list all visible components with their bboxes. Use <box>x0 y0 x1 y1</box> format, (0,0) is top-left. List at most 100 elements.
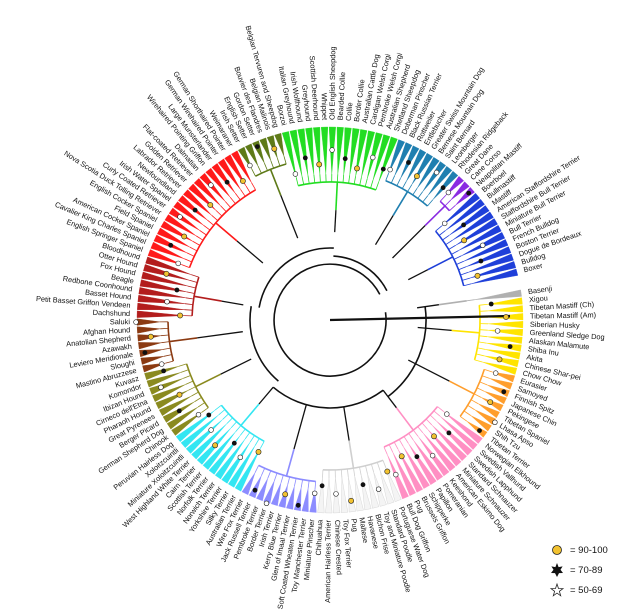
backbone-branch <box>408 269 429 281</box>
terminal-wedge <box>224 154 247 187</box>
terminal-wedge <box>241 472 256 495</box>
terminal-wedge <box>467 253 514 273</box>
terminal-wedge <box>245 143 259 167</box>
tip-branch <box>185 297 194 300</box>
support-star5-marker <box>329 147 335 153</box>
clade-stem <box>451 329 480 334</box>
support-circle-marker <box>316 161 323 168</box>
legend-item-50-69: = 50-69 <box>549 582 603 597</box>
terminal-wedge <box>336 126 344 175</box>
tip-branch <box>229 197 236 204</box>
support-star8-marker <box>255 144 260 150</box>
tip-branch <box>203 224 211 231</box>
support-circle-marker <box>207 202 214 208</box>
support-star8-marker <box>168 242 174 248</box>
terminal-wedge <box>471 268 519 284</box>
support-circle-marker <box>487 399 494 405</box>
breed-label: Bearded Collie <box>336 72 348 121</box>
clade-arc <box>434 230 465 286</box>
clade-arc <box>298 181 377 191</box>
tip-branch <box>185 380 194 385</box>
terminal-wedge <box>183 189 212 216</box>
support-star5-marker <box>208 182 214 188</box>
tip-branch <box>251 168 256 177</box>
support-star5-marker <box>159 361 165 367</box>
terminal-wedge <box>145 256 192 275</box>
support-star5-marker <box>444 411 450 417</box>
breed-label: Siberian Husky <box>530 320 580 330</box>
backbone-branch <box>220 358 252 375</box>
support-markers <box>133 144 513 508</box>
tip-branch <box>467 405 475 410</box>
tip-branch <box>435 225 442 232</box>
support-star8-marker <box>478 258 484 264</box>
support-circle-marker <box>413 173 420 180</box>
breed-label: Dachshund <box>93 308 131 318</box>
tip-branch <box>340 469 343 478</box>
terminal-wedge <box>422 161 446 193</box>
tip-branch <box>433 410 441 417</box>
terminal-wedge <box>185 419 224 454</box>
support-circle-marker <box>354 165 360 172</box>
tip-branch <box>207 219 214 226</box>
terminal-wedge <box>445 198 485 231</box>
tip-branch <box>429 414 437 421</box>
terminal-wedge <box>270 482 282 506</box>
support-circle-marker <box>163 270 170 277</box>
support-star5-marker <box>247 162 253 169</box>
clade-stem <box>438 300 467 306</box>
tip-branch <box>474 359 483 363</box>
terminal-wedge <box>379 469 395 505</box>
support-star5-marker <box>442 220 448 227</box>
terminal-wedge <box>343 127 352 175</box>
support-star8-marker <box>224 179 230 185</box>
tip-branch <box>478 341 487 344</box>
tip-branch <box>444 199 451 207</box>
terminal-wedge <box>477 403 500 419</box>
tip-branch <box>267 470 272 479</box>
clade-wedges <box>136 126 524 514</box>
tip-branch <box>408 433 414 441</box>
terminal-wedge <box>397 449 423 493</box>
support-circle-marker <box>398 453 405 460</box>
backbone-branch <box>221 300 244 306</box>
tip-branch <box>195 235 204 241</box>
terminal-wedge <box>470 415 492 432</box>
tip-branch <box>427 199 434 207</box>
tip-branch <box>183 375 191 379</box>
terminal-wedge <box>180 414 220 448</box>
terminal-wedge <box>450 181 470 201</box>
backbone-branch <box>382 389 397 409</box>
support-star5-marker <box>494 328 501 334</box>
tip-branch <box>280 474 284 483</box>
support-star5-marker <box>433 169 440 176</box>
support-circle-marker <box>239 178 246 184</box>
tip-branch <box>448 245 456 250</box>
support-circle-marker <box>474 272 481 279</box>
support-circle-marker <box>384 468 391 475</box>
terminal-wedge <box>138 342 162 350</box>
terminal-wedge <box>354 476 364 512</box>
tip-branch <box>458 266 467 271</box>
support-star8-marker <box>466 190 472 196</box>
terminal-wedge <box>452 211 494 241</box>
terminal-wedge <box>394 142 413 176</box>
backbone-arc <box>333 255 388 292</box>
terminal-wedge <box>158 395 192 416</box>
terminal-wedge <box>403 446 430 489</box>
tip-branch <box>383 446 388 455</box>
terminal-wedge <box>448 205 490 236</box>
terminal-wedge <box>301 488 309 513</box>
tip-branch <box>211 215 218 221</box>
clade-stem <box>392 191 409 217</box>
clade-stem <box>169 337 198 343</box>
tip-branch <box>313 174 316 183</box>
support-star5-marker <box>164 299 170 305</box>
tip-branch <box>396 178 401 186</box>
tip-branch <box>466 299 475 302</box>
terminal-wedge <box>231 150 252 183</box>
terminal-wedge <box>208 435 241 475</box>
tip-branch <box>479 335 488 338</box>
breed-label: Maltese <box>357 517 370 544</box>
support-star5-marker <box>237 454 244 460</box>
